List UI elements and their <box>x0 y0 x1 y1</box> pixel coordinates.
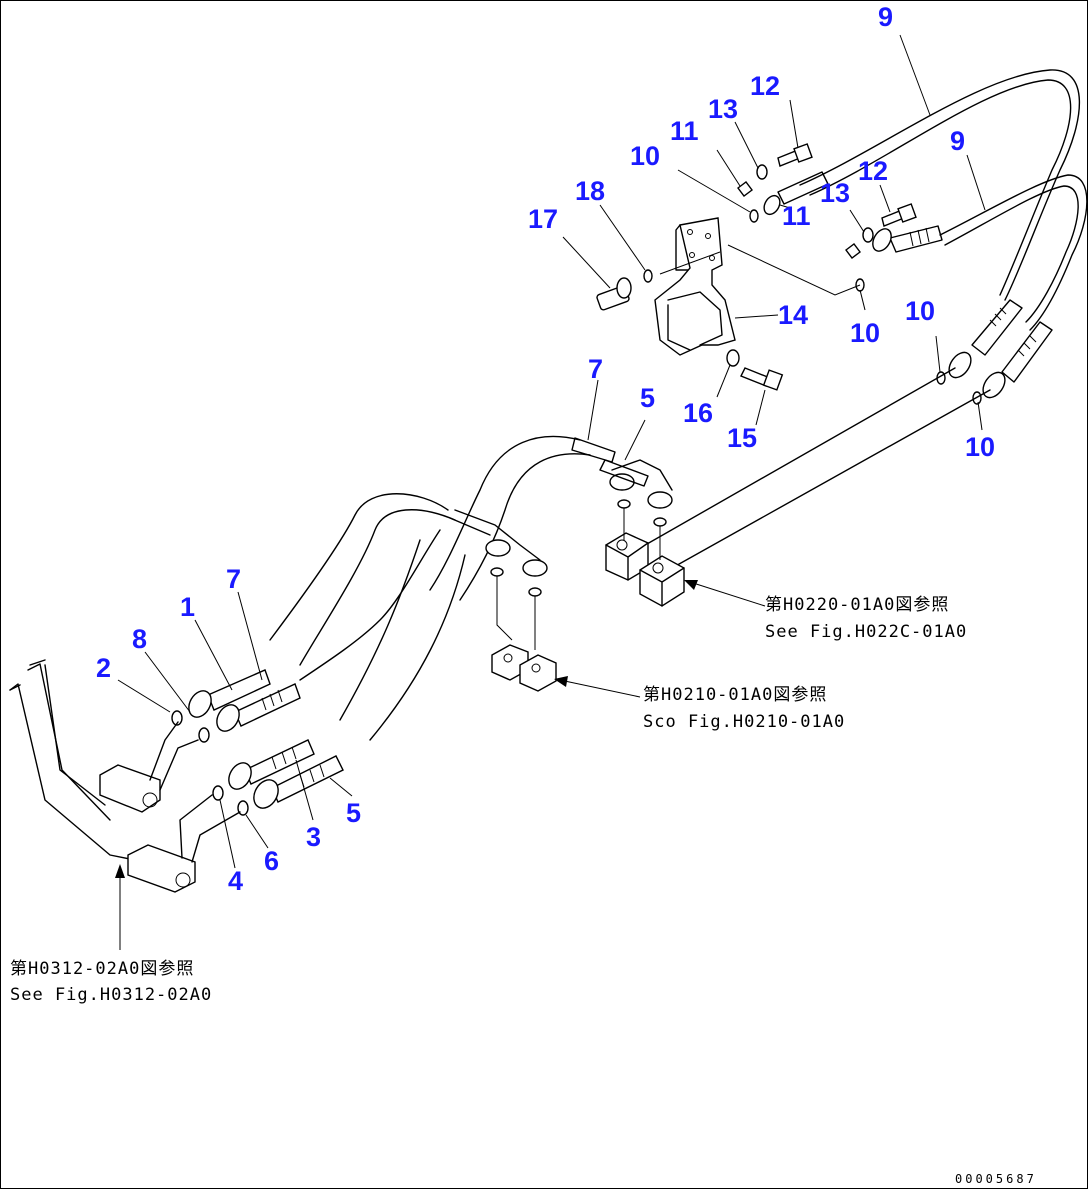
hose-5-fitting-left <box>253 755 344 809</box>
o-ring-18 <box>643 269 653 283</box>
o-ring-6 <box>237 800 249 816</box>
callout-5-upper: 5 <box>640 383 655 413</box>
callout-16: 16 <box>683 398 713 428</box>
hose-7-upper-b <box>459 453 591 601</box>
o-ring-block-b <box>653 517 667 527</box>
fitting-17 <box>596 277 632 311</box>
ref-h0210-en: Sco Fig.H0210-01A0 <box>643 712 845 732</box>
valve-block-h0220 <box>605 532 685 607</box>
hose-7-left <box>299 529 441 681</box>
hose-9-fitting-mid-upper <box>763 171 829 216</box>
callout-7-left: 7 <box>226 564 241 594</box>
callout-11-lower: 11 <box>782 201 811 231</box>
hose-7-fitting-left <box>216 683 301 732</box>
ref-h0312-en: See Fig.H0312-02A0 <box>10 985 212 1005</box>
tube-to-hose9-b <box>671 389 991 569</box>
ref-h0220-jp: 第H0220-01A0図参照 <box>765 595 949 615</box>
hose-1-fitting <box>188 669 271 718</box>
callout-7-upper: 7 <box>588 354 603 384</box>
ref-arrow-h0312 <box>115 864 125 950</box>
bolt-12-upper <box>777 143 813 167</box>
o-ring-4 <box>212 785 224 801</box>
callout-10-upper: 10 <box>630 141 660 171</box>
flange-middle <box>449 509 548 577</box>
washer-16 <box>726 349 740 367</box>
ref-h0312-jp: 第H0312-02A0図参照 <box>10 959 194 979</box>
callout-3: 3 <box>306 822 321 852</box>
bolt-12-lower <box>881 203 917 227</box>
document-id: 00005687 <box>955 1172 1037 1186</box>
o-ring-block-a <box>617 499 631 509</box>
ref-h0210-jp: 第H0210-01A0図参照 <box>643 685 827 705</box>
callout-13-lower: 13 <box>820 178 850 208</box>
tube-to-hose9-a <box>639 367 956 549</box>
hose-1-b <box>299 509 456 666</box>
hose-9-fitting-mid-lower <box>872 225 943 253</box>
assembly-line-a <box>659 251 721 275</box>
bracket-14 <box>654 217 736 356</box>
hose-3-a <box>339 539 421 721</box>
callout-4: 4 <box>228 866 243 896</box>
hose-7-fitting <box>571 437 616 463</box>
hose-5-a <box>369 554 466 741</box>
hose-1-a <box>269 493 449 641</box>
callout-9-right: 9 <box>950 126 965 156</box>
callout-12-lower: 12 <box>858 156 888 186</box>
clip-11-lower <box>845 243 861 259</box>
callout-10-middle: 10 <box>850 318 880 348</box>
callout-13-upper: 13 <box>708 94 738 124</box>
o-ring-2 <box>171 710 183 726</box>
o-ring-10-a <box>749 209 759 223</box>
washer-13-lower <box>862 227 874 243</box>
callout-1: 1 <box>180 592 195 622</box>
callout-9-top: 9 <box>878 2 893 32</box>
callout-10-bottom: 10 <box>965 432 995 462</box>
callout-2: 2 <box>96 653 111 683</box>
callout-numbers: 9 9 12 12 13 13 11 11 10 10 10 10 18 17 … <box>96 2 995 896</box>
o-ring-mid-b <box>528 587 542 597</box>
flange-5-upper <box>609 459 673 509</box>
callout-15: 15 <box>727 423 757 453</box>
callout-12-upper: 12 <box>750 71 780 101</box>
o-ring-mid-a <box>490 567 504 577</box>
clip-11-upper <box>737 181 753 197</box>
callout-5-left: 5 <box>346 798 361 828</box>
valve-block-h0210 <box>491 644 557 692</box>
tube-assembly-h0312 <box>9 659 241 893</box>
callout-17: 17 <box>528 204 558 234</box>
callout-10-right: 10 <box>905 296 935 326</box>
o-ring-8 <box>198 727 210 743</box>
hose-7-upper-a <box>429 435 581 591</box>
washer-13-upper <box>756 164 768 180</box>
callout-14: 14 <box>778 300 808 330</box>
callout-8: 8 <box>132 624 147 654</box>
leader-lines <box>117 34 986 869</box>
hose-9-lower <box>939 174 1088 331</box>
hose-3-fitting <box>228 739 315 790</box>
reference-labels: 第H0220-01A0図参照 See Fig.H022C-01A0 第H0210… <box>10 595 967 1005</box>
hose-9-upper <box>799 69 1081 301</box>
hose-5-fitting <box>599 459 649 487</box>
callout-11-upper: 11 <box>670 116 699 146</box>
hose-9-fitting-right-upper <box>948 299 1023 379</box>
bolt-15 <box>740 367 784 391</box>
callout-6: 6 <box>264 846 279 876</box>
ref-arrow-h0210 <box>554 676 641 698</box>
ref-arrow-h0220 <box>684 580 766 607</box>
callout-18: 18 <box>575 176 605 206</box>
assembly-line-b <box>727 244 861 296</box>
ref-h0220-en: See Fig.H022C-01A0 <box>765 622 967 642</box>
